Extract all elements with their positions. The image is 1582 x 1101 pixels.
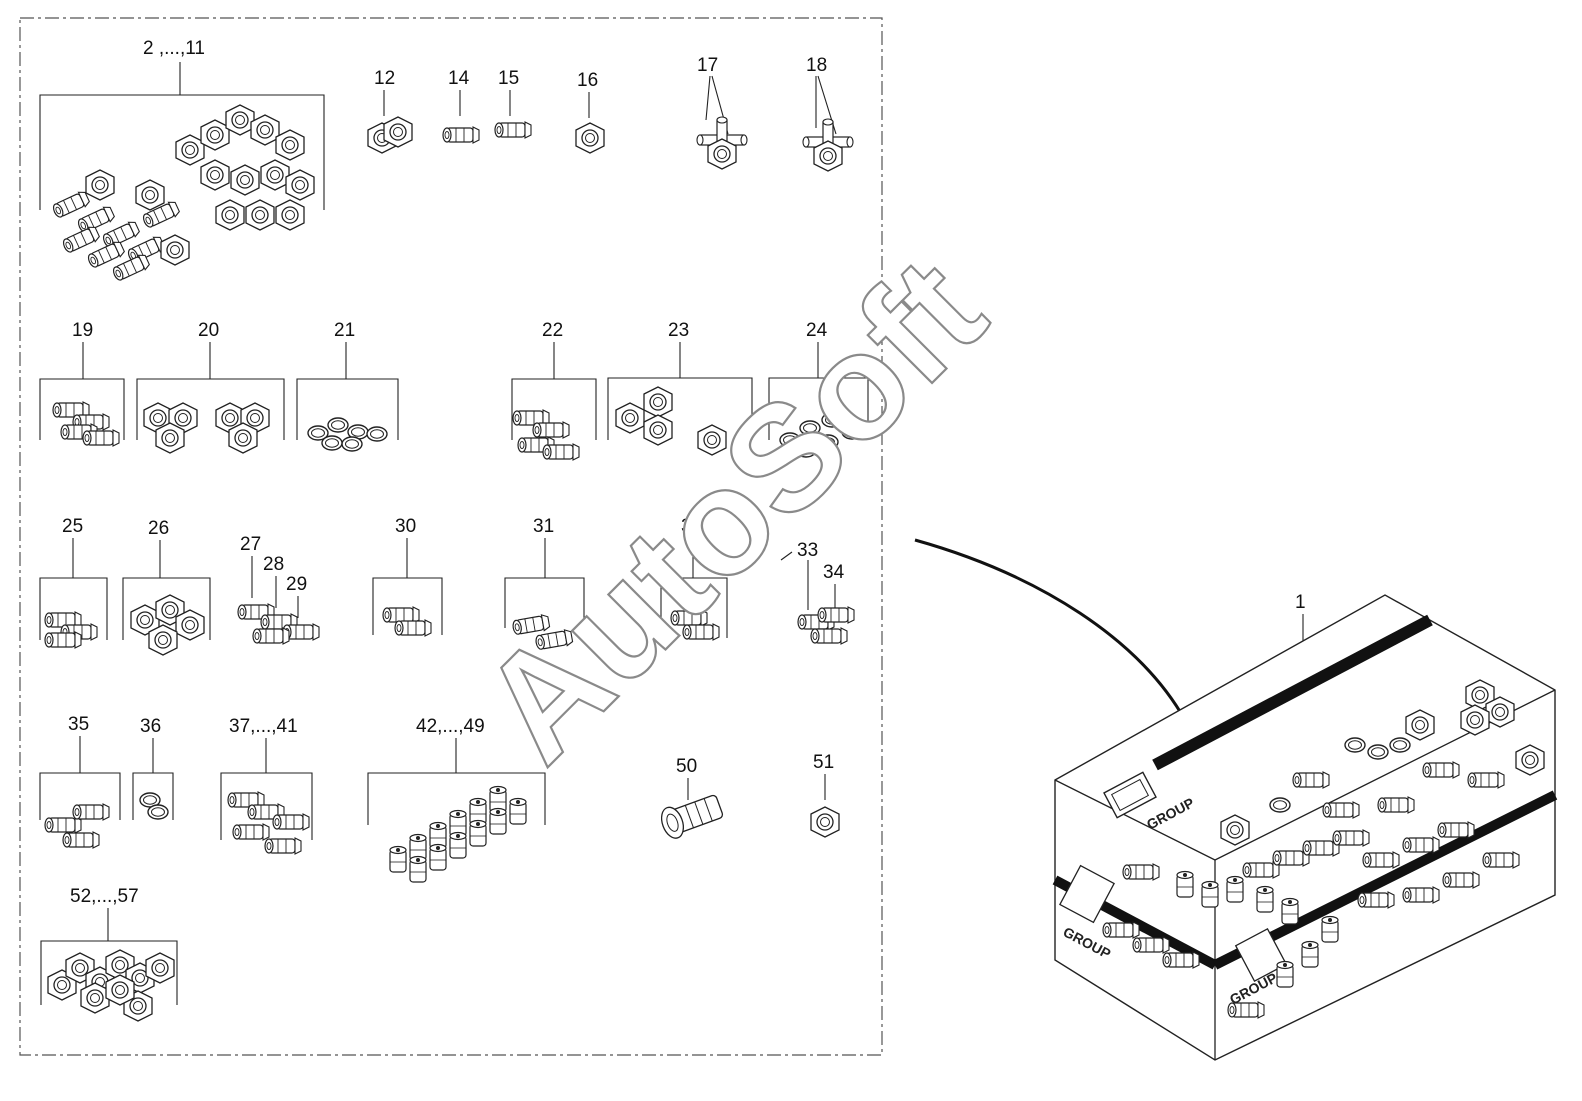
label-34: 34 (823, 562, 845, 583)
label-23: 23 (668, 320, 689, 341)
label-36: 36 (140, 716, 161, 737)
row4-parts (44, 785, 840, 883)
label-1: 1 (1295, 592, 1306, 613)
parts-frame (19, 17, 883, 1056)
connector-curve (914, 538, 1187, 721)
label-42-49: 42,...,49 (416, 716, 485, 737)
label-31: 31 (533, 516, 554, 537)
label-30: 30 (395, 516, 416, 537)
label-21: 21 (334, 320, 355, 341)
row1-parts (367, 116, 853, 171)
label-32: 32 (681, 516, 702, 537)
label-52-57: 52,...,57 (70, 886, 139, 907)
watermark: AutoSoft (449, 226, 1015, 792)
label-20: 20 (198, 320, 219, 341)
label-15: 15 (498, 68, 519, 89)
label-33: 33 (797, 540, 818, 561)
label-14: 14 (448, 68, 470, 89)
label-51: 51 (813, 752, 834, 773)
label-24: 24 (806, 320, 828, 341)
label-17: 17 (697, 55, 718, 76)
label-26: 26 (148, 518, 169, 539)
callout-labels: 2 ,...,11 12 14 15 16 17 18 19 20 21 22 … (62, 38, 1306, 907)
label-29: 29 (286, 574, 307, 595)
parts-box-1: GROUP GROUP GROUP (1052, 594, 1558, 1061)
part-52-57-nuts (47, 949, 175, 1022)
label-28: 28 (263, 554, 284, 575)
label-2-11: 2 ,...,11 (143, 38, 205, 59)
label-22: 22 (542, 320, 563, 341)
label-50: 50 (676, 756, 697, 777)
label-19: 19 (72, 320, 93, 341)
label-25: 25 (62, 516, 83, 537)
part-2-11-cluster (50, 104, 315, 284)
label-35: 35 (68, 714, 89, 735)
label-12: 12 (374, 68, 395, 89)
label-27: 27 (240, 534, 261, 555)
label-37-41: 37,...,41 (229, 716, 298, 737)
label-18: 18 (806, 55, 827, 76)
bracket-lines (39, 62, 1304, 1005)
label-16: 16 (577, 70, 598, 91)
